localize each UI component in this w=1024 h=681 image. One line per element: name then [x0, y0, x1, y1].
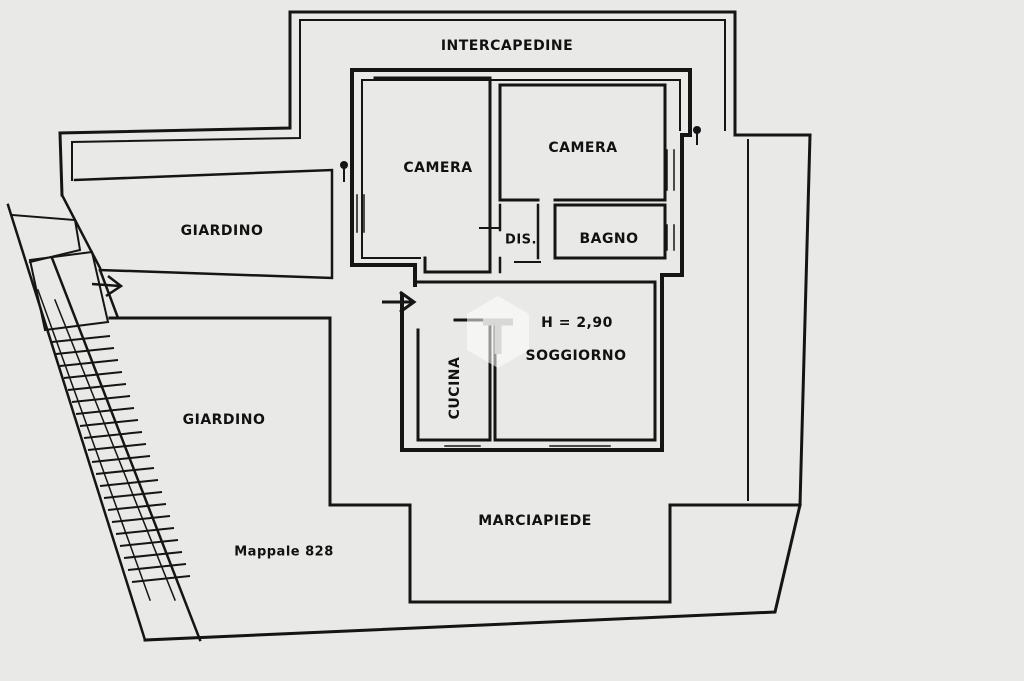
downpipe-icon	[340, 161, 348, 182]
soggiorno-walls	[416, 280, 657, 442]
stair-outer-right	[50, 256, 202, 642]
camera-2-left	[498, 83, 540, 202]
stair-top-box	[28, 250, 110, 332]
lot-bottom-boundary	[143, 503, 802, 642]
garden-top-outer	[60, 193, 102, 270]
giardino-bottom-label: GIARDINO	[182, 412, 266, 428]
stair-inner-right	[54, 299, 176, 601]
watermark-logo-icon	[467, 296, 529, 368]
intercapedine-step	[58, 10, 292, 197]
apartment-outer-wall	[350, 68, 692, 452]
dis-label: DIS.	[505, 232, 537, 248]
height-label: H = 2,90	[541, 315, 613, 331]
camera-1-walls	[373, 76, 492, 274]
garden-top-upper-line	[73, 168, 334, 280]
intercapedine-outer-wall	[108, 10, 812, 604]
intercapedine-inner-wall	[299, 19, 726, 131]
bagno-walls	[553, 203, 667, 260]
apartment-left-inner	[361, 79, 421, 259]
camera-2-walls	[498, 83, 667, 202]
stair-treads	[51, 335, 191, 583]
window-bottom-left	[444, 439, 481, 447]
camera-1-label: CAMERA	[403, 160, 473, 176]
intercapedine-label: INTERCAPEDINE	[440, 38, 574, 54]
mappale-label: Mappale 828	[234, 544, 334, 560]
stair-gate	[10, 213, 82, 264]
window-left	[356, 194, 365, 233]
camera-2-label: CAMERA	[548, 140, 618, 156]
dis-walls	[498, 203, 540, 274]
entry-arrow-icon	[382, 290, 417, 314]
cucina-label: CUCINA	[447, 356, 463, 420]
apartment-inner-wall	[361, 79, 681, 131]
entry-arrow-icon	[91, 275, 124, 298]
giardino-top-label: GIARDINO	[180, 223, 264, 239]
intercapedine-step-inner	[71, 19, 301, 181]
soggiorno-label: SOGGIORNO	[525, 348, 627, 364]
window-right-1	[666, 149, 675, 191]
stair-outer-left	[6, 203, 147, 642]
bagno-label: BAGNO	[579, 231, 639, 247]
window-bottom-right	[549, 439, 611, 447]
marciapiede-label: MARCIAPIEDE	[478, 513, 592, 529]
apartment-left-wall	[350, 68, 417, 287]
window-right-2	[666, 224, 675, 251]
dis-door	[479, 227, 541, 263]
downpipe-icon	[693, 126, 701, 145]
